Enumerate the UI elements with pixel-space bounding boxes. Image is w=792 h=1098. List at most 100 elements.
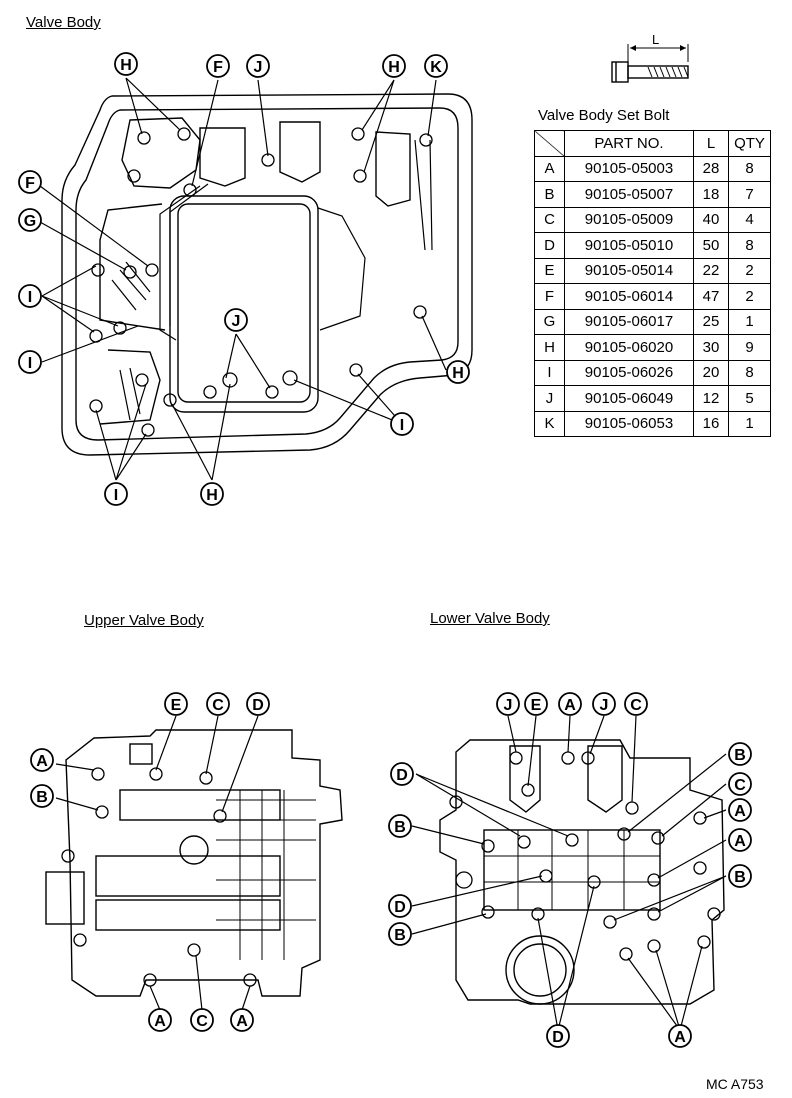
table-cell-code: G xyxy=(534,308,565,335)
callout-letter: A xyxy=(154,1013,166,1030)
table-cell-part: 90105-05009 xyxy=(564,206,694,233)
upper-valve-body-title: Upper Valve Body xyxy=(84,612,204,629)
callout-valve-body: F xyxy=(206,54,230,78)
valve-body-drawing xyxy=(39,77,473,481)
callout-circle xyxy=(388,894,412,918)
lower-valve-body-drawing xyxy=(411,715,727,1031)
table-cell-part: 90105-05003 xyxy=(564,155,694,182)
callout-valve-body: F xyxy=(18,170,42,194)
callout-circle xyxy=(200,482,224,506)
callout-lower-valve-body: J xyxy=(592,692,616,716)
table-header-length: L xyxy=(693,130,729,157)
callout-lower-valve-body: D xyxy=(388,894,412,918)
table-cell-part: 90105-06017 xyxy=(564,308,694,335)
callout-circle xyxy=(424,54,448,78)
callout-lower-valve-body: A xyxy=(558,692,582,716)
callout-circle xyxy=(224,308,248,332)
callout-circle xyxy=(446,360,470,384)
callout-letter: B xyxy=(734,869,746,886)
callout-letter: H xyxy=(388,59,400,76)
callout-letter: I xyxy=(28,355,32,372)
callout-letter: A xyxy=(734,833,746,850)
figure-code: MC A753 xyxy=(706,1076,764,1092)
callout-upper-valve-body: D xyxy=(246,692,270,716)
callout-circle xyxy=(230,1008,254,1032)
callout-letter: G xyxy=(24,213,36,230)
callout-valve-body: I xyxy=(18,350,42,374)
table-cell-length: 25 xyxy=(693,308,729,335)
callout-valve-body: J xyxy=(246,54,270,78)
callout-circle xyxy=(18,284,42,308)
callout-circle xyxy=(246,692,270,716)
callout-upper-valve-body: B xyxy=(30,784,54,808)
table-cell-code: A xyxy=(534,155,565,182)
callout-circle xyxy=(390,762,414,786)
callout-valve-body: H xyxy=(200,482,224,506)
callout-circle xyxy=(18,170,42,194)
callout-letter: E xyxy=(531,697,542,714)
callout-lower-valve-body: B xyxy=(728,864,752,888)
callout-letter: B xyxy=(36,789,48,806)
callout-letter: C xyxy=(734,777,746,794)
callout-valve-body: I xyxy=(390,412,414,436)
callout-letter: A xyxy=(36,753,48,770)
bolt-table-title: Valve Body Set Bolt xyxy=(538,107,670,124)
callout-circle xyxy=(388,922,412,946)
table-cell-qty: 5 xyxy=(728,385,771,412)
callout-valve-body: H xyxy=(114,52,138,76)
callout-letter: D xyxy=(396,767,408,784)
callout-letter: J xyxy=(254,59,263,76)
callout-circle xyxy=(546,1024,570,1048)
table-cell-length: 16 xyxy=(693,410,729,437)
callout-letter: I xyxy=(114,487,118,504)
callout-letter: J xyxy=(504,697,513,714)
callout-lower-valve-body: B xyxy=(388,814,412,838)
callout-letter: I xyxy=(400,417,404,434)
callout-circle xyxy=(30,784,54,808)
callout-upper-valve-body: C xyxy=(206,692,230,716)
callout-circle xyxy=(390,412,414,436)
callout-letter: D xyxy=(552,1029,564,1046)
table-cell-qty: 8 xyxy=(728,359,771,386)
callout-valve-body: H xyxy=(446,360,470,384)
callout-upper-valve-body: E xyxy=(164,692,188,716)
callout-valve-body: K xyxy=(424,54,448,78)
callout-circle xyxy=(524,692,548,716)
table-cell-part: 90105-06014 xyxy=(564,283,694,310)
callout-circle xyxy=(114,52,138,76)
callout-valve-body: I xyxy=(18,284,42,308)
callout-valve-body: I xyxy=(104,482,128,506)
callout-letter: D xyxy=(252,697,264,714)
callout-lower-valve-body: D xyxy=(390,762,414,786)
callout-lower-valve-body: A xyxy=(668,1024,692,1048)
callout-circle xyxy=(668,1024,692,1048)
callout-upper-valve-body: A xyxy=(230,1008,254,1032)
callout-circle xyxy=(18,208,42,232)
callout-letter: F xyxy=(25,175,35,192)
bolt-dimension-label: L xyxy=(652,32,659,47)
table-cell-part: 90105-05014 xyxy=(564,257,694,284)
callout-circle xyxy=(728,864,752,888)
callout-letter: C xyxy=(212,697,224,714)
callout-circle xyxy=(728,828,752,852)
table-cell-code: C xyxy=(534,206,565,233)
callout-circle xyxy=(728,742,752,766)
callout-lower-valve-body: C xyxy=(728,772,752,796)
callout-letter: H xyxy=(452,365,464,382)
table-cell-code: E xyxy=(534,257,565,284)
callout-letter: C xyxy=(196,1013,208,1030)
callout-letter: C xyxy=(630,697,642,714)
callout-upper-valve-body: A xyxy=(30,748,54,772)
callout-circle xyxy=(164,692,188,716)
table-cell-part: 90105-06053 xyxy=(564,410,694,437)
callout-valve-body: H xyxy=(382,54,406,78)
callout-valve-body: J xyxy=(224,308,248,332)
callout-circle xyxy=(728,798,752,822)
